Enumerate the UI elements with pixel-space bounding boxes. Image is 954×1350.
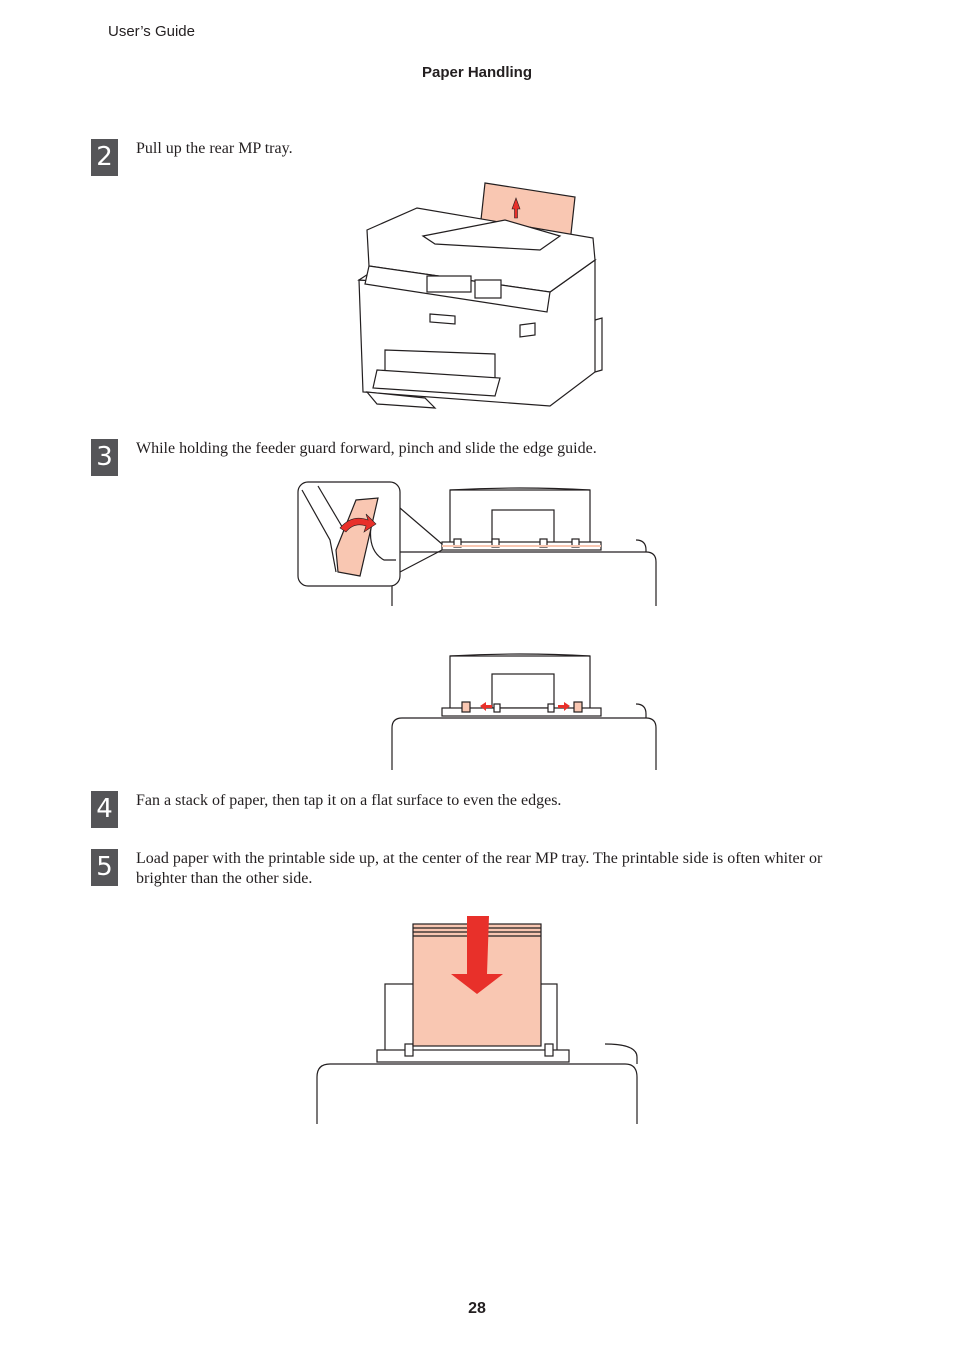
curved-arrow-icon (339, 513, 377, 533)
step-2-text: Pull up the rear MP tray. (136, 140, 293, 157)
section-title: Paper Handling (421, 64, 533, 81)
arrow-up-icon (511, 197, 521, 219)
page-number: 28 (468, 1300, 486, 1317)
step-number-5: 5 (91, 849, 118, 886)
step-4-text: Fan a stack of paper, then tap it on a f… (136, 792, 562, 809)
arrow-right-icon (558, 702, 570, 711)
load-paper-illustration (316, 916, 638, 1124)
edge-guide-slide-illustration (391, 653, 657, 770)
arrow-left-icon (480, 702, 492, 711)
step-3-text: While holding the feeder guard forward, … (136, 440, 597, 457)
document-title: User’s Guide (108, 23, 195, 40)
step-number-3: 3 (91, 439, 118, 476)
pinch-edge-guide-illustration (297, 481, 657, 606)
step-number-2: 2 (91, 139, 118, 176)
step-5-text: Load paper with the printable side up, a… (136, 850, 823, 887)
printer-rear-tray-illustration (357, 182, 603, 409)
step-number-4: 4 (91, 791, 118, 828)
arrow-down-icon (451, 916, 503, 994)
